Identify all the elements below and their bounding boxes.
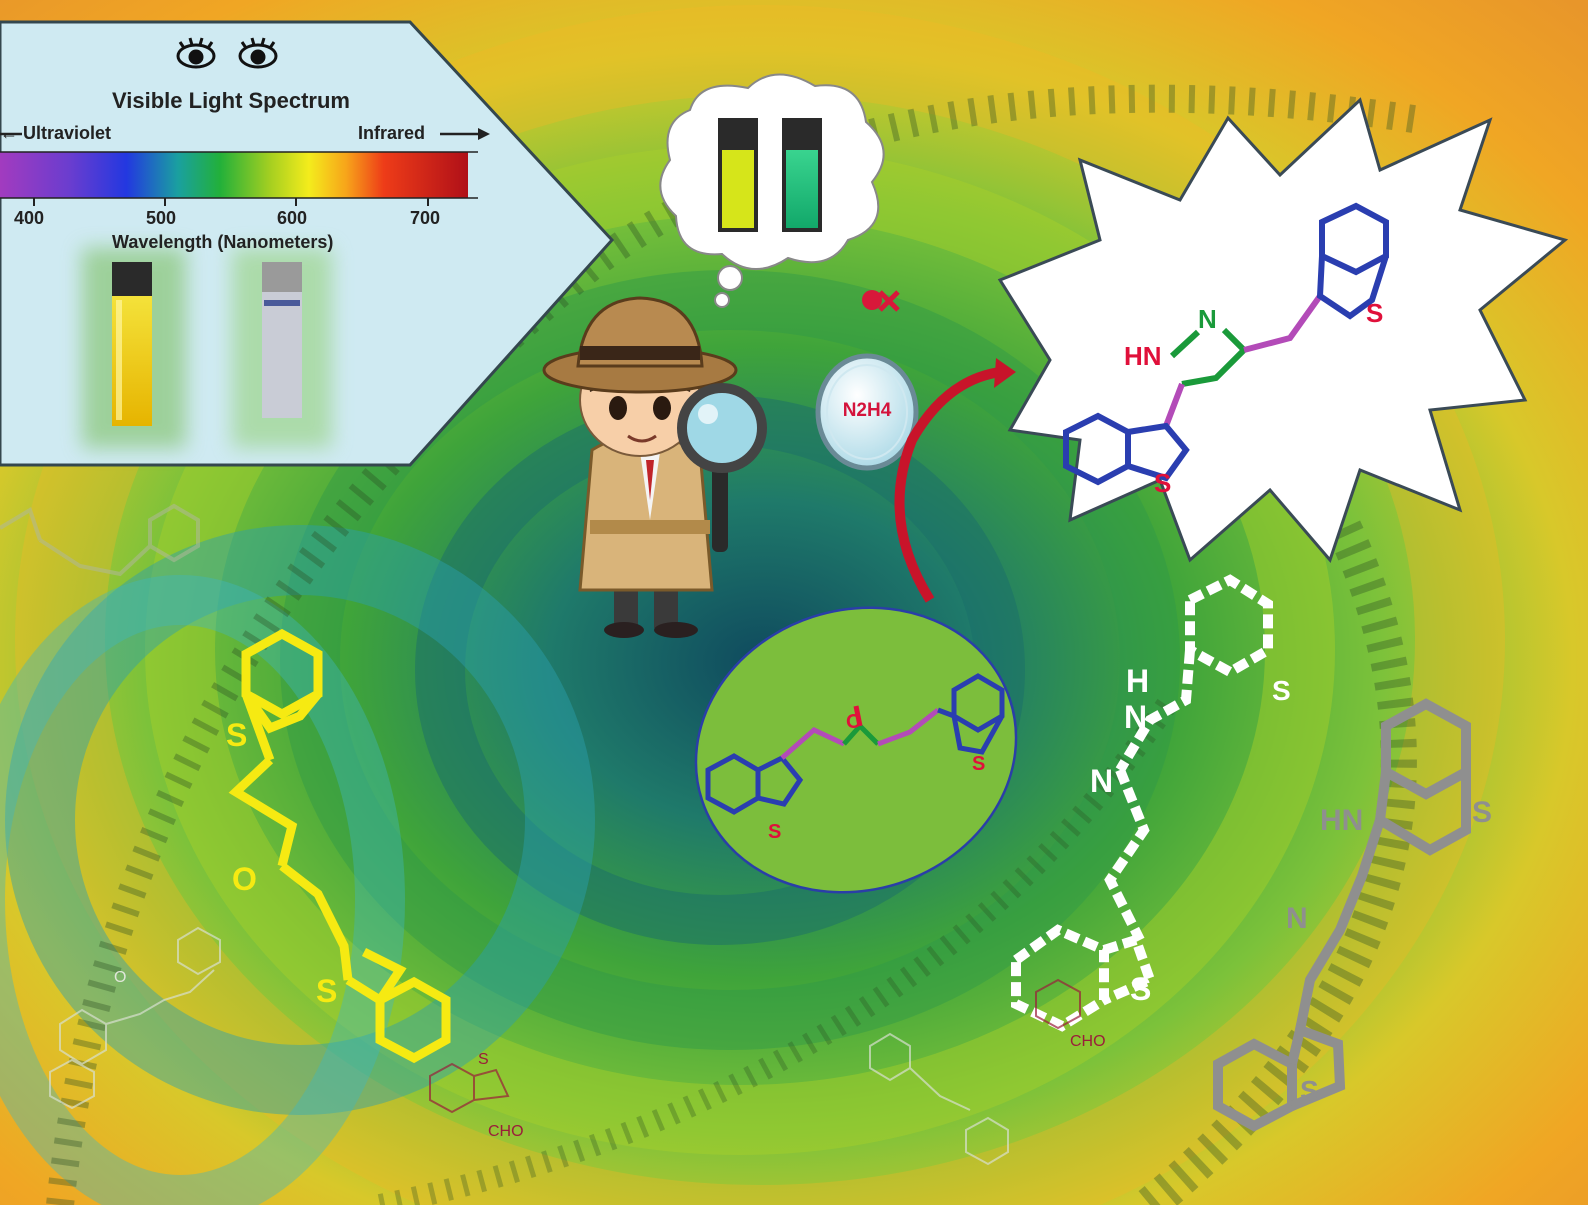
cho-label-1: CHO [488,1123,524,1140]
ultraviolet-text: Ultraviolet [23,123,112,143]
atom-label-s2: S [1130,971,1151,1007]
atom-label-s-top: S [1366,298,1383,328]
atom-label-s1: S [226,717,247,753]
gray-molecule [1213,698,1471,1132]
gray-labels: HN N S S [1286,796,1492,1106]
skull-toxicity-icon [862,290,900,312]
reaction-arrow [894,358,1016,603]
spectrum-ticks [33,198,429,206]
chalcone-ellipse [694,606,1018,894]
benzothiophene-bottom [1063,412,1190,486]
vial-yellow-uv [82,248,186,448]
thought-bubble [659,73,885,308]
chalcone-labels: O S S [768,711,985,843]
reagent-label: N2H4 [842,400,892,421]
s-small-label: S [478,1051,489,1068]
atom-label-s2: S [316,973,337,1009]
magnifying-glass-icon [677,383,767,552]
atom-label-s-right: S [972,753,985,775]
vial-colorless-uv [232,248,332,448]
faint-structures-topleft [0,503,200,577]
atom-label-n2: N [1090,763,1113,799]
yellow-molecule [228,628,451,1064]
hydrazine-reagent [815,353,919,471]
infrared-text: Infrared [358,123,426,143]
atom-label-n1: N [1124,699,1147,735]
atom-label-n: N [1286,902,1308,935]
spectrum-panel [0,20,615,467]
atom-label-s-bottom: S [1154,468,1171,498]
tick-label-600: 600 [277,208,308,228]
vinyl-links [1163,294,1323,428]
product-starburst [997,97,1569,563]
infrared-label: Infrared [358,123,425,144]
tick-label-700: 700 [410,208,441,228]
cho-label-2: CHO [1070,1033,1106,1050]
o-small-label: O [114,969,126,986]
atom-label-hn: HN [1320,804,1363,837]
ultraviolet-label: ← Ultraviolet [0,123,112,143]
tick-label-500: 500 [146,208,177,228]
detective-character [542,296,738,638]
atom-label-n: N [1198,304,1217,334]
atom-label-o: O [846,711,862,733]
spectrum-bar [0,152,468,198]
eyes-icon [176,37,278,69]
atom-label-hn: HN [1124,341,1162,371]
benzothiophene-top [1316,202,1389,320]
yellow-labels: S O S [226,717,337,1009]
wavelength-axis-label: Wavelength (Nanometers) [112,232,334,252]
pyrazoline-ring [1169,327,1249,387]
pyrazoline-labels: HN N S S [1124,298,1383,498]
white-molecule [1011,574,1273,1032]
atom-label-s1: S [1272,675,1291,706]
tick-label-400: 400 [14,208,45,228]
spectrum-title: Visible Light Spectrum [112,88,350,113]
faint-structures [49,926,1009,1166]
white-labels: H N N S S [1090,663,1291,1007]
atom-label-h: H [1126,663,1149,699]
faint-cho-structures [429,978,1081,1114]
atom-label-s1: S [1472,796,1492,829]
atom-label-s2: S [1300,1075,1319,1106]
atom-label-s-left: S [768,821,781,843]
faint-labels: CHO CHO S O [114,969,1106,1140]
atom-label-o: O [232,861,257,897]
